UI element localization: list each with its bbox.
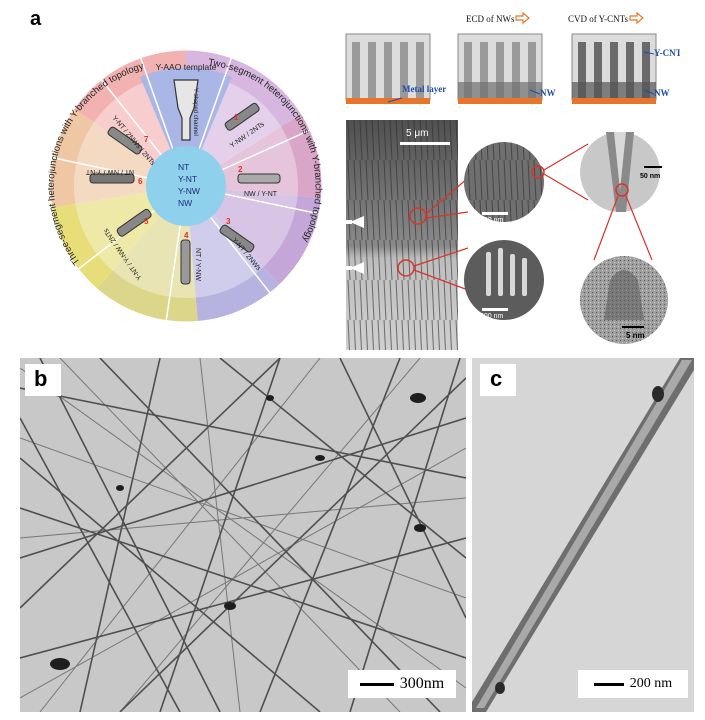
center-label-ynt: Y-NT <box>178 174 197 184</box>
spoke-2-number: 2 <box>238 165 243 174</box>
panel-b-scale-bar <box>359 682 394 686</box>
spoke-3-number: 3 <box>226 217 231 226</box>
center-label-ynw: Y-NW <box>178 186 200 196</box>
inset1-scale-label: 200 nm <box>480 217 504 224</box>
spoke-4-number: 4 <box>184 231 189 240</box>
spoke-4-label: NT / Y-NW <box>194 248 201 281</box>
panel-b-tem-image <box>20 358 466 712</box>
spoke-5-number: 5 <box>144 217 149 226</box>
panel-b-scale-label: 300nm <box>399 675 445 692</box>
tem2-scale-label: 5 nm <box>626 331 645 340</box>
inset2-scale-label: 200 nm <box>480 313 504 320</box>
step1-label: ECD of NWs <box>466 14 515 24</box>
panel-c-tem-image <box>472 358 694 712</box>
panel-c-label: c <box>490 366 503 391</box>
spoke-6-label: NT / NW / Y-NT <box>85 168 134 175</box>
sem-scale-label: 5 μm <box>406 128 428 139</box>
spoke-6-number: 6 <box>138 177 143 186</box>
step2-label: CVD of Y-CNTs <box>568 14 629 24</box>
panel-b-letter-box <box>25 364 61 396</box>
panel-b-label: b <box>34 366 48 391</box>
panel-b-scale: 300nm <box>348 670 456 698</box>
center-label-nt: NT <box>178 162 189 172</box>
channel-label: Y-shaped channel <box>192 88 198 136</box>
growth-schematic: ECD of NWs CVD of Y-CNTs <box>340 12 680 112</box>
spoke-7-number: 7 <box>144 135 149 144</box>
panel-c-scale: 200 nm <box>578 670 688 698</box>
micrograph-montage: 5 μm 200 nm 200 nm 50 nm <box>340 120 692 352</box>
spoke-2-label: NW / Y-NT <box>244 191 278 198</box>
tem1-scale-label: 50 nm <box>640 173 660 180</box>
nw-label-2: NW <box>654 88 670 98</box>
heterojunction-wheel: Two-segment heterojunctions with Y-branc… <box>48 48 324 324</box>
nw-label-1: NW <box>540 88 556 98</box>
spoke-1-number: 1 <box>234 113 239 122</box>
template-label: Y-AAO template <box>156 62 217 72</box>
panel-c-scale-bar <box>593 682 624 686</box>
ycnt-label: Y-CNT <box>654 48 680 58</box>
panel-a-label: a <box>30 8 42 30</box>
metal-layer-label: Metal layer <box>402 84 446 94</box>
center-label-nw: NW <box>178 198 192 208</box>
panel-c-letter-box <box>480 364 516 396</box>
panel-c-scale-label: 200 nm <box>629 676 673 691</box>
